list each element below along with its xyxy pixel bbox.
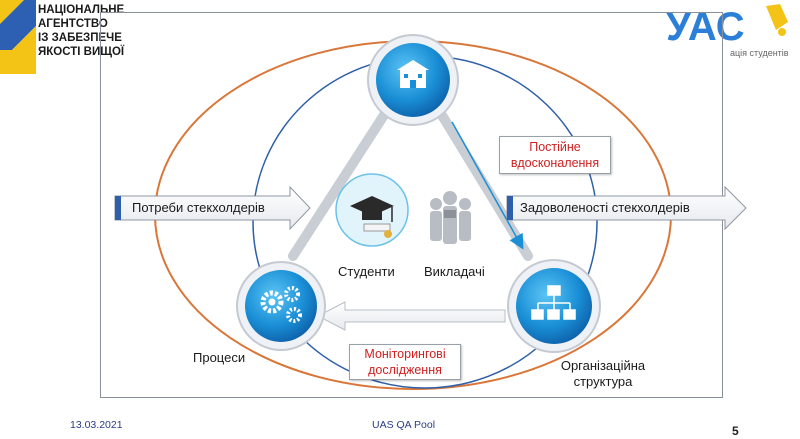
monitoring-label-line: Моніторингові <box>364 347 446 361</box>
input-arrow-label: Потреби стекхолдерів <box>132 200 265 215</box>
org-structure-label: Організаційна структура <box>548 358 658 390</box>
footer-title: UAS QA Pool <box>372 419 436 431</box>
students-label: Студенти <box>338 264 395 279</box>
teachers-label: Викладачі <box>424 264 485 279</box>
agency-name-line: НАЦІОНАЛЬНЕ <box>38 4 125 16</box>
return-arrow <box>316 301 506 331</box>
agency-name-line: АГЕНТСТВО <box>38 18 108 30</box>
input-arrow-accent <box>115 196 121 220</box>
gears-icon <box>260 286 302 323</box>
uas-logo-caption: ація студентів <box>730 48 789 58</box>
footer-date: 13.03.2021 <box>70 419 123 431</box>
improvement-label-line: вдосконалення <box>510 156 600 170</box>
output-arrow <box>506 185 747 231</box>
node-left-circle <box>245 270 317 342</box>
graduation-cap-icon <box>335 173 409 247</box>
improvement-label-line: Постійне <box>529 140 581 154</box>
output-arrow-accent <box>507 196 513 220</box>
agency-name-line: ЯКОСТІ ВИЩОЇ <box>38 46 125 58</box>
improvement-box: Постійне вдосконалення <box>499 136 611 174</box>
edge-top-left <box>288 107 391 261</box>
edge-top-right-arrow <box>451 121 524 250</box>
input-arrow <box>114 185 311 231</box>
org-structure-label-line: Організаційна <box>560 358 646 373</box>
org-structure-label-line: структура <box>573 374 633 389</box>
monitoring-label-line: дослідження <box>368 363 442 377</box>
monitoring-box: Моніторингові дослідження <box>349 344 461 380</box>
output-arrow-label: Задоволеності стекхолдерів <box>520 200 690 215</box>
university-building-icon <box>397 60 429 88</box>
page-number: 5 <box>732 424 739 438</box>
agency-logo <box>0 0 36 74</box>
org-chart-icon <box>531 285 576 320</box>
people-group-icon <box>430 191 471 244</box>
processes-label: Процеси <box>193 350 246 365</box>
